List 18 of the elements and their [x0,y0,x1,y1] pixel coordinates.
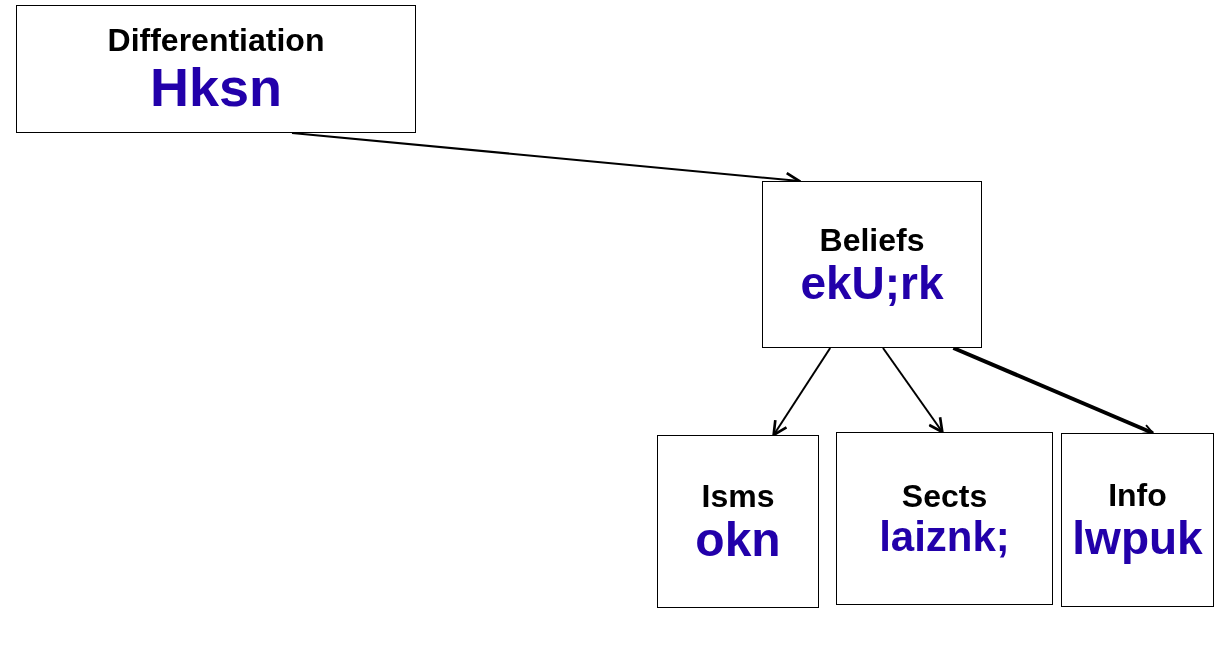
arrow [882,347,944,434]
hindi-label: ekU;rk [800,258,944,308]
arrow [772,347,832,437]
hindi-label: laiznk; [879,514,1010,559]
text-box [836,432,1053,605]
text-box [657,435,819,608]
text-box [1061,433,1214,607]
hindi-label: okn [695,514,781,566]
text-box [762,181,982,348]
english-label: Beliefs [819,221,925,259]
english-label: Sects [901,478,988,515]
arrow [952,346,1154,435]
hindi-label: lwpuk [1072,514,1203,563]
text-box [16,5,416,133]
english-label: Isms [701,477,775,515]
hindi-label: Hksn [149,59,282,116]
english-label: Info [1108,477,1167,515]
english-label: Differentiation [107,22,325,60]
